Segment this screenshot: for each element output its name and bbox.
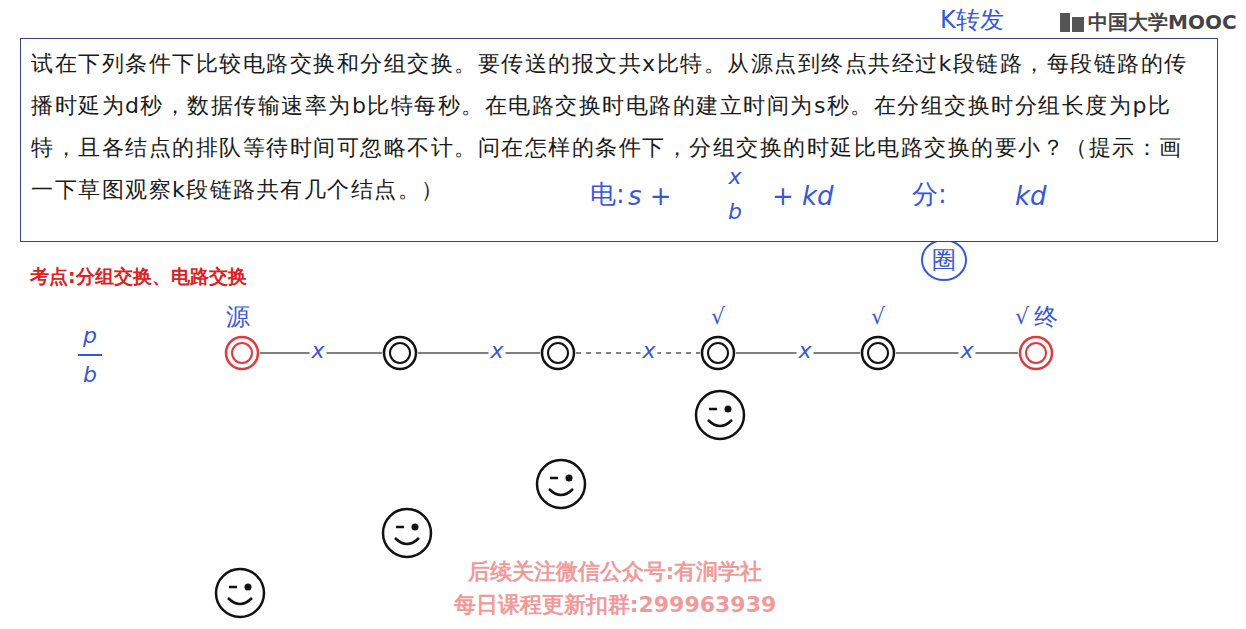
node-label: 终	[1034, 305, 1058, 329]
logo-icon	[1060, 13, 1084, 32]
network-node: 源	[224, 335, 260, 371]
node-circle	[224, 335, 260, 371]
face-outline	[216, 569, 264, 617]
mouth	[395, 538, 419, 544]
handwritten-note: kd	[1015, 183, 1047, 209]
fraction-part: b	[83, 364, 97, 386]
node-circle	[860, 335, 896, 371]
node-ring	[548, 343, 568, 363]
smiley-face	[537, 460, 585, 508]
eye	[550, 477, 558, 480]
edge-label: x	[309, 340, 326, 362]
handwritten-note: 圈	[932, 248, 956, 272]
eye	[725, 406, 732, 413]
logo-shape	[1060, 13, 1070, 32]
node-ring	[384, 337, 416, 369]
mouth	[708, 420, 732, 426]
watermark: 每日课程更新扣群:299963939	[454, 594, 777, 616]
fraction-part: p	[83, 325, 97, 347]
problem-box: 试在下列条件下比较电路交换和分组交换。要传送的报文共x比特。从源点到终点共经过k…	[20, 38, 1218, 242]
eye	[412, 524, 419, 531]
eye	[566, 475, 573, 482]
node-circle	[700, 335, 736, 371]
handwritten-note: + kd	[772, 183, 834, 209]
face-outline	[696, 391, 744, 439]
fraction-part: x	[728, 166, 741, 188]
node-circle	[1018, 335, 1054, 371]
key-point: 考点:分组交换、电路交换	[30, 267, 247, 286]
network-node: √	[860, 335, 896, 371]
logo-text: 中国大学MOOC	[1088, 12, 1237, 32]
node-ring	[390, 343, 410, 363]
node-ring	[1026, 343, 1046, 363]
eye	[709, 408, 717, 411]
eye	[229, 586, 237, 589]
edge-label: x	[488, 340, 505, 362]
network-node	[382, 335, 418, 371]
mouth	[228, 598, 252, 604]
link-line	[576, 352, 700, 354]
node-ring	[708, 343, 728, 363]
network-node	[540, 335, 576, 371]
watermark: 后续关注微信公众号:有涧学社	[468, 561, 763, 583]
link-line	[896, 352, 1018, 354]
node-ring	[862, 337, 894, 369]
node-circle	[540, 335, 576, 371]
network-node: √	[700, 335, 736, 371]
link-line	[418, 352, 540, 354]
handwritten-note: K转发	[940, 8, 1004, 32]
edge-label: x	[958, 340, 975, 362]
node-ring	[232, 343, 252, 363]
eye	[396, 526, 404, 529]
node-circle	[382, 335, 418, 371]
handwritten-note: s +	[628, 183, 672, 209]
eye	[245, 584, 252, 591]
node-label: √	[711, 306, 725, 328]
edge-label: x	[796, 340, 813, 362]
handwritten-note: 分:	[912, 181, 947, 207]
face-outline	[383, 509, 431, 557]
fraction-bar	[78, 354, 102, 356]
node-label: 源	[226, 305, 250, 329]
node-ring	[542, 337, 574, 369]
mouth	[549, 489, 573, 495]
smiley-face	[696, 391, 744, 439]
edge-label: x	[640, 340, 657, 362]
handwritten-note: 电:	[590, 181, 625, 207]
node-ring	[702, 337, 734, 369]
network-node: √终	[1018, 335, 1054, 371]
circle-mark	[922, 240, 966, 280]
node-ring	[868, 343, 888, 363]
smiley-face	[216, 569, 264, 617]
fraction-part: b	[728, 201, 742, 223]
node-label: √	[1015, 306, 1029, 328]
logo-shape	[1072, 17, 1084, 32]
node-ring	[1020, 337, 1052, 369]
smiley-face	[383, 509, 431, 557]
face-outline	[537, 460, 585, 508]
node-label: √	[871, 306, 885, 328]
node-ring	[226, 337, 258, 369]
